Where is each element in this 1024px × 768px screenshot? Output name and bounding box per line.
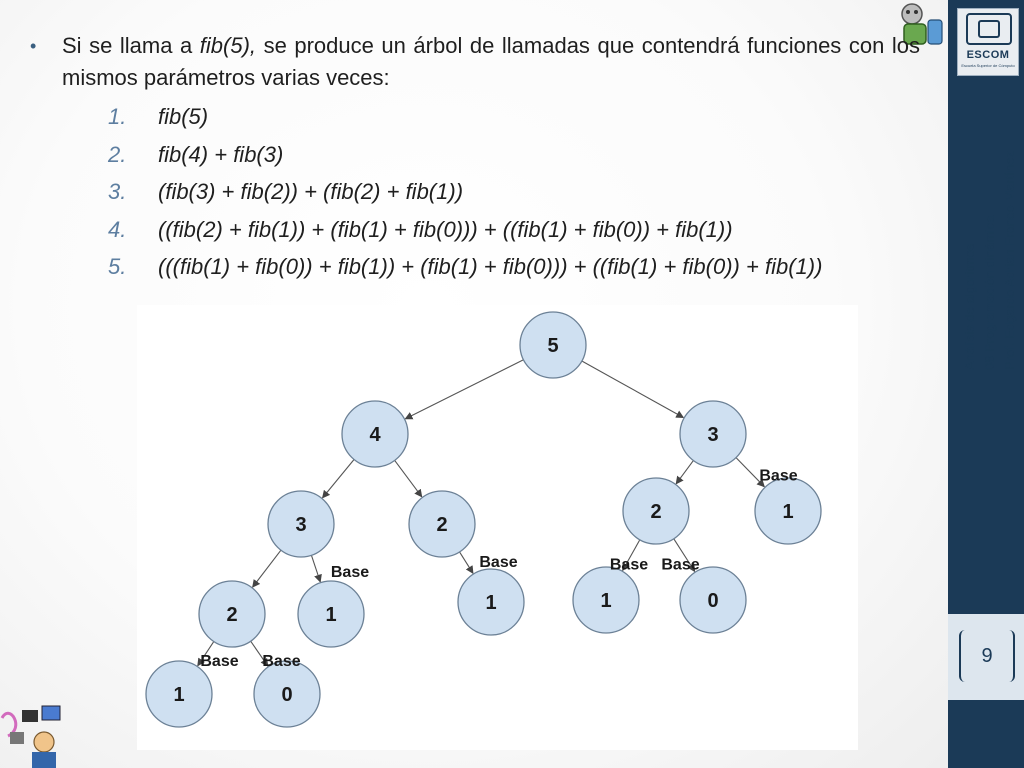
tree-edge-n3a-n1a (310, 555, 322, 583)
tree-node-n3b: 3 (679, 400, 747, 468)
base-case-label: Base (331, 564, 369, 581)
tree-node-circle (253, 660, 321, 728)
robot-mascot-icon (901, 3, 943, 45)
slide-content: • Si se llama a fib(5), se produce un ár… (30, 30, 920, 286)
computer-mascot-icon (0, 705, 61, 768)
tree-node-label: 1 (485, 592, 496, 614)
base-case-label: Base (200, 653, 238, 670)
tree-node-label: 1 (173, 684, 184, 706)
tree-node-n5: 5 (519, 311, 587, 379)
tree-node-label: 1 (782, 501, 793, 523)
tree-node-circle (267, 490, 335, 558)
tree-node-label: 3 (707, 424, 718, 446)
tree-node-n1b: 1 (457, 568, 525, 636)
tree-node-circle (297, 580, 365, 648)
list-item: 4. ((fib(2) + fib(1)) + (fib(1) + fib(0))… (30, 211, 920, 249)
tree-edge-n3a-n2a (252, 549, 282, 588)
list-item-text: (((fib(1) + fib(0)) + fib(1)) + (fib(1) … (158, 254, 823, 279)
list-item-text: fib(4) + fib(3) (158, 141, 284, 167)
tree-edge-n2b-n1b (459, 551, 474, 575)
tree-node-n1a: 1 (297, 580, 365, 648)
tree-node-label: 0 (707, 590, 718, 612)
base-case-label: Base (759, 468, 797, 485)
tree-node-circle (198, 580, 266, 648)
list-item: 1. fib(5) (30, 98, 920, 136)
list-item-text: (fib(3) + fib(2)) + (fib(2) + fib(1)) (158, 179, 464, 204)
tree-edge-n5-n4 (404, 359, 524, 420)
tree-edge-n2a-n1e (197, 641, 215, 667)
logo-subtext: Escuela Superior de Cómputo (961, 63, 1015, 68)
list-item-number: 5. (108, 254, 127, 279)
tree-edge-n5-n3b (581, 360, 685, 418)
tree-node-n2c: 2 (622, 477, 690, 545)
tree-node-n3a: 3 (267, 490, 335, 558)
course-name: Análisis de algoritmos (962, 243, 977, 370)
tree-node-label: 3 (295, 514, 306, 536)
tree-node-circle (572, 566, 640, 634)
tree-node-label: 2 (436, 514, 447, 536)
intro-text-1: Si se llama a (62, 33, 200, 58)
course-info: Análisis de algoritmos 08 Programación d… (950, 100, 1022, 370)
tree-node-label: 0 (281, 684, 292, 706)
tree-node-circle (622, 477, 690, 545)
list-item: 5. (((fib(1) + fib(0)) + fib(1)) + (fib(1… (30, 248, 920, 286)
tree-node-label: 1 (325, 604, 336, 626)
tree-node-n2a: 2 (198, 580, 266, 648)
tree-node-label: 1 (600, 590, 611, 612)
base-case-label: Base (262, 653, 300, 670)
tree-edge-n4-n2b (394, 460, 423, 498)
tree-edge-n2a-n0b (250, 640, 269, 667)
tree-node-circle (457, 568, 525, 636)
tree-node-n1c: 1 (754, 477, 822, 545)
tree-edge-n2c-n0a (673, 538, 696, 573)
tree-node-n0b: 0 (253, 660, 321, 728)
tree-edge-n4-n3a (321, 459, 355, 499)
topic-name: 08 Programación dinámica (982, 215, 997, 370)
professor-name: Prof. Edgardo Adrián Franco Martínez (1002, 151, 1017, 370)
base-case-label: Base (661, 557, 699, 574)
page-number: 9 (959, 630, 1015, 682)
tree-node-circle (754, 477, 822, 545)
bullet-point: • (30, 36, 37, 56)
escom-logo: ESCOM Escuela Superior de Cómputo (957, 8, 1019, 76)
list-item-number: 4. (108, 216, 127, 242)
tree-node-circle (679, 566, 747, 634)
tree-node-circle (341, 400, 409, 468)
list-item-number: 1. (108, 104, 127, 129)
list-item-text: fib(5) (158, 104, 209, 129)
logo-emblem-icon (966, 13, 1012, 45)
list-item: 2. fib(4) + fib(3) (30, 136, 920, 174)
logo-text: ESCOM (966, 49, 1010, 61)
expansion-steps-list: 1. fib(5) 2. fib(4) + fib(3) 3. (fib(3) + f… (30, 98, 920, 286)
base-case-label: Base (610, 557, 648, 574)
tree-node-label: 4 (369, 424, 381, 446)
tree-node-circle (408, 490, 476, 558)
tree-node-n1e: 1 (145, 660, 213, 728)
tree-node-label: 5 (547, 335, 558, 357)
tree-node-circle (145, 660, 213, 728)
tree-edge-n3b-n1c (735, 457, 765, 488)
tree-node-n1d: 1 (572, 566, 640, 634)
list-item-number: 2. (108, 141, 127, 167)
tree-node-circle (679, 400, 747, 468)
tree-node-label: 2 (650, 501, 661, 523)
intro-paragraph: Si se llama a fib(5), se produce un árbo… (62, 30, 920, 94)
tree-edge-n2c-n1d (622, 539, 641, 572)
tree-node-n4: 4 (341, 400, 409, 468)
tree-node-n0a: 0 (679, 566, 747, 634)
tree-node-circle (519, 311, 587, 379)
tree-node-n2b: 2 (408, 490, 476, 558)
intro-text-2: se produce un árbol de llamadas que cont… (62, 33, 920, 90)
list-item-number: 3. (108, 179, 127, 204)
intro-emphasis: fib(5), (199, 33, 257, 58)
tree-edge-n3b-n2c (675, 460, 694, 485)
list-item: 3. (fib(3) + fib(2)) + (fib(2) + fib(1)) (30, 173, 920, 211)
list-item-text: ((fib(2) + fib(1)) + (fib(1) + fib(0))) … (158, 216, 733, 242)
tree-node-label: 2 (226, 604, 237, 626)
base-case-label: Base (479, 554, 517, 571)
